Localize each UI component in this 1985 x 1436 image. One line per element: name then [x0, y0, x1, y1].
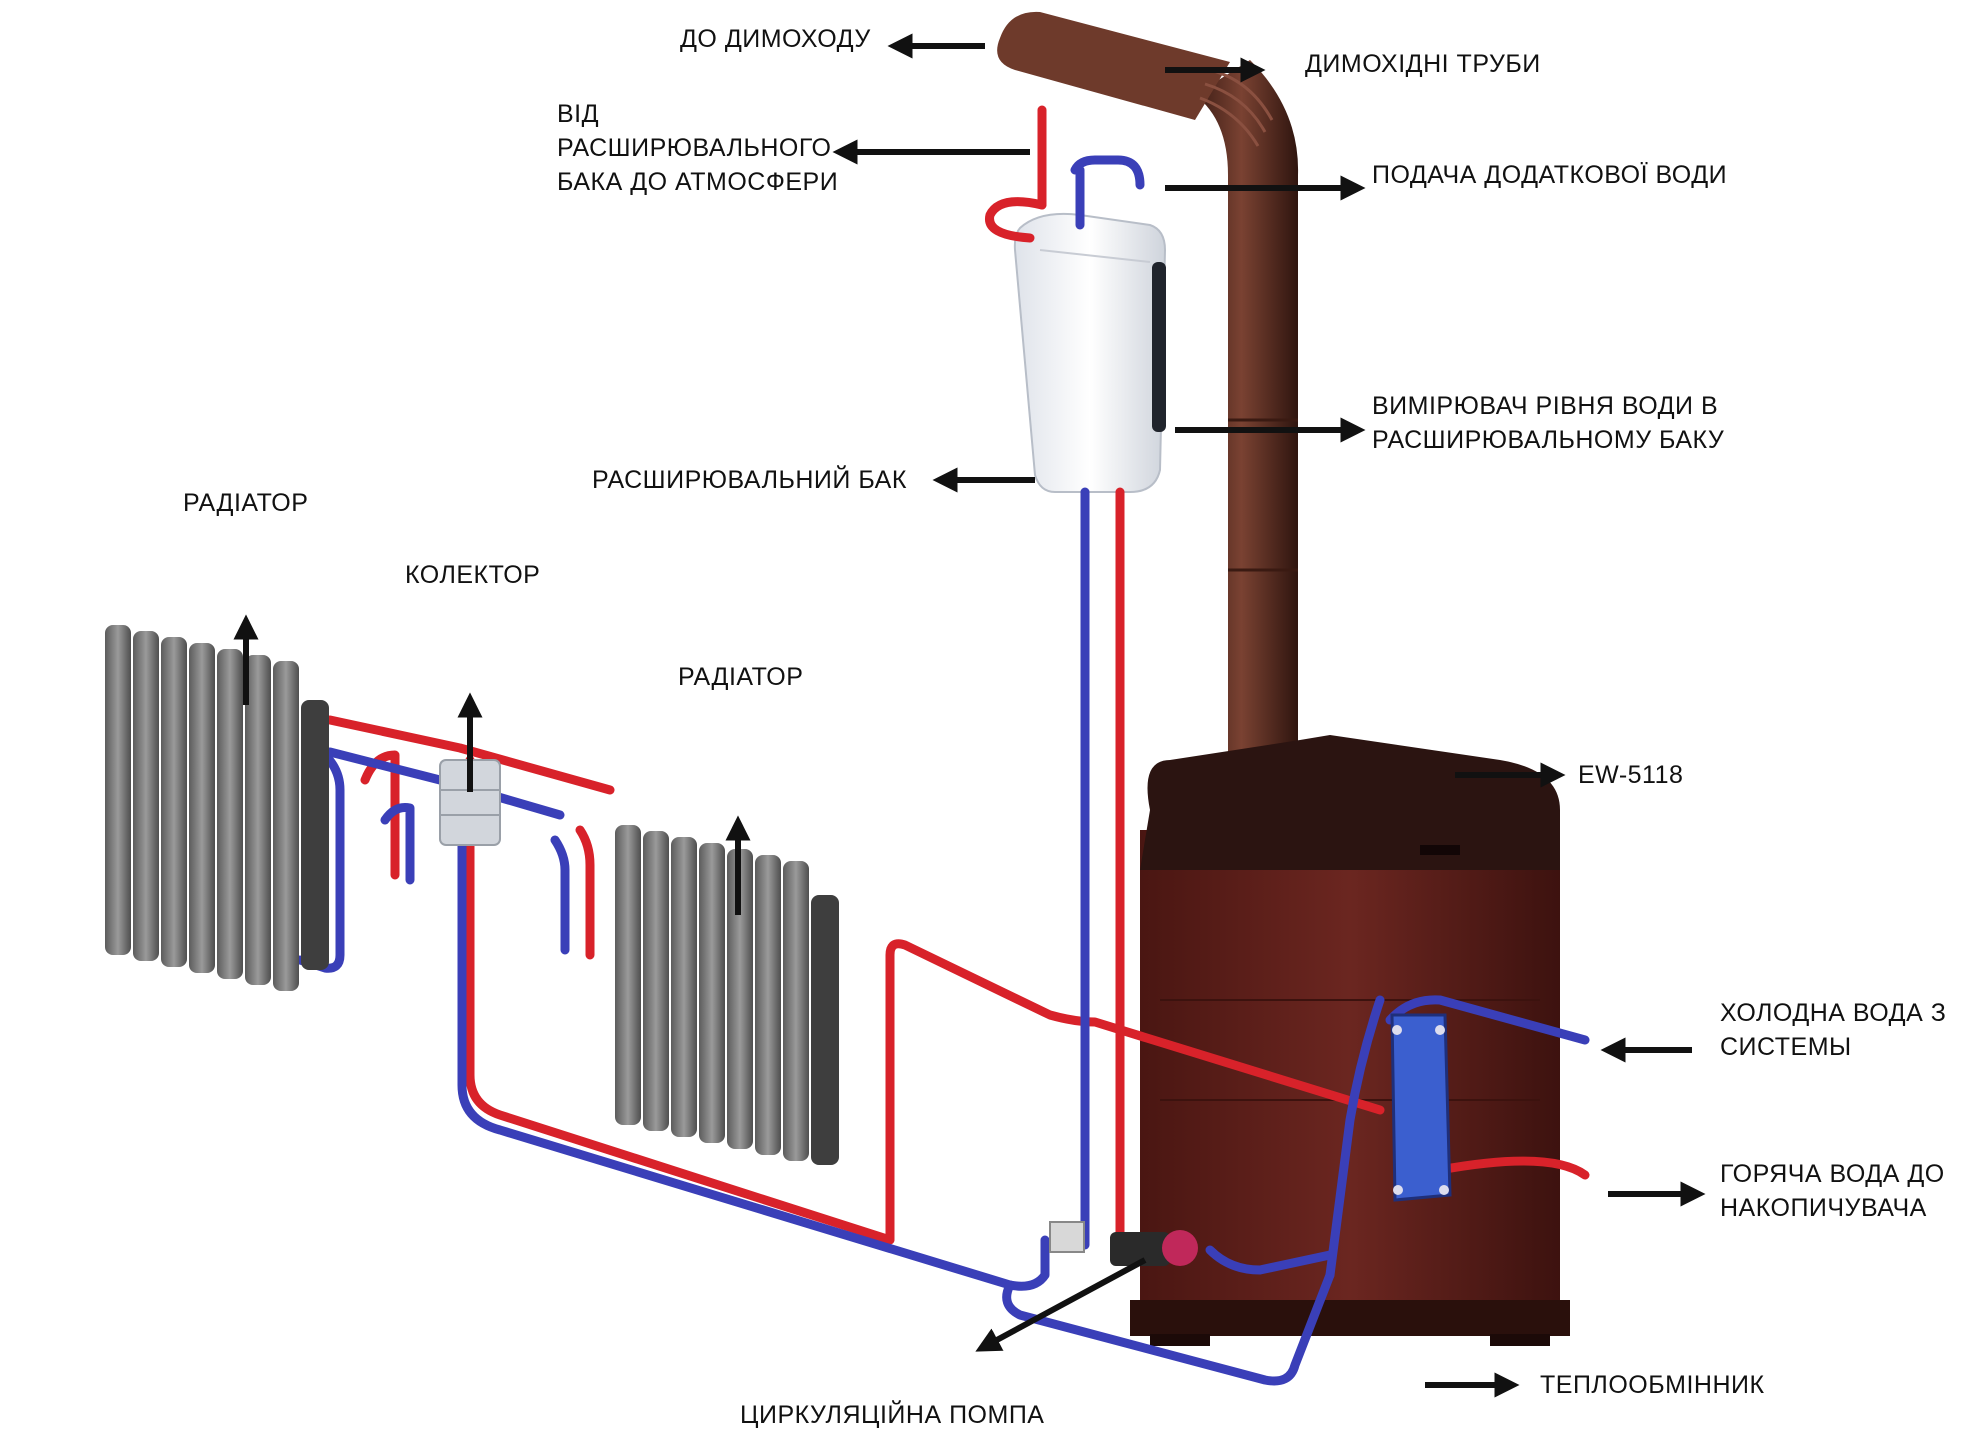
heat-exchanger — [1390, 1013, 1452, 1202]
label-vent-to-atmosphere: ВІД РАСШИРЮВАЛЬНОГО БАКА ДО АТМОСФЕРИ — [557, 97, 838, 199]
label-hot-line1: ГОРЯЧА ВОДА ДО — [1720, 1160, 1945, 1188]
stove-body — [1140, 830, 1560, 1320]
label-extra-water: ПОДАЧА ДОДАТКОВОЇ ВОДИ — [1372, 161, 1728, 189]
arrow-pump — [975, 1257, 1147, 1352]
label-cold-water: ХОЛОДНА ВОДА З СИСТЕМЫ — [1720, 996, 1946, 1064]
chimney-top-pipe — [997, 11, 1230, 120]
chimney — [997, 11, 1299, 755]
label-vent-line3: БАКА ДО АТМОСФЕРИ — [557, 168, 839, 196]
radiator-left — [105, 625, 329, 991]
label-level-gauge: ВИМІРЮВАЧ РІВНЯ ВОДИ В РАСШИРЮВАЛЬНОМУ Б… — [1372, 389, 1724, 457]
label-pump: ЦИРКУЛЯЦІЙНА ПОМПА — [740, 1401, 1045, 1429]
label-hot-line2: НАКОПИЧУВАЧА — [1720, 1194, 1927, 1222]
level-gauge — [1152, 262, 1166, 432]
label-heat-exchanger: ТЕПЛООБМІННИК — [1540, 1371, 1765, 1399]
cold-pipes — [295, 155, 1590, 1386]
label-chimney-pipes: ДИМОХІДНІ ТРУБИ — [1305, 50, 1541, 78]
stove-top — [1140, 735, 1560, 870]
label-collector: КОЛЕКТОР — [405, 561, 541, 589]
chimney-vertical-pipe — [1195, 60, 1299, 755]
label-cold-line1: ХОЛОДНА ВОДА З — [1720, 999, 1947, 1027]
label-level-line1: ВИМІРЮВАЧ РІВНЯ ВОДИ В — [1372, 392, 1719, 420]
stove-ew-5118 — [1130, 735, 1570, 1346]
label-radiator-left: РАДІАТОР — [183, 489, 309, 517]
label-level-line2: РАСШИРЮВАЛЬНОМУ БАКУ — [1372, 426, 1725, 454]
label-expansion-tank: РАСШИРЮВАЛЬНИЙ БАК — [592, 466, 907, 494]
circulation-pump — [1049, 1221, 1198, 1266]
expansion-tank — [1013, 212, 1167, 493]
label-hot-water: ГОРЯЧА ВОДА ДО НАКОПИЧУВАЧА — [1720, 1157, 1945, 1225]
label-vent-line2: РАСШИРЮВАЛЬНОГО — [557, 134, 832, 162]
label-to-chimney: ДО ДИМОХОДУ — [680, 25, 871, 53]
hot-pipes — [325, 105, 1590, 1245]
radiator-right — [615, 825, 839, 1165]
label-radiator-right: РАДІАТОР — [678, 663, 804, 691]
pointer-arrows — [233, 33, 1706, 1398]
label-vent-line1: ВІД — [557, 100, 600, 128]
label-cold-line2: СИСТЕМЫ — [1720, 1033, 1852, 1061]
label-model: EW-5118 — [1578, 761, 1684, 789]
